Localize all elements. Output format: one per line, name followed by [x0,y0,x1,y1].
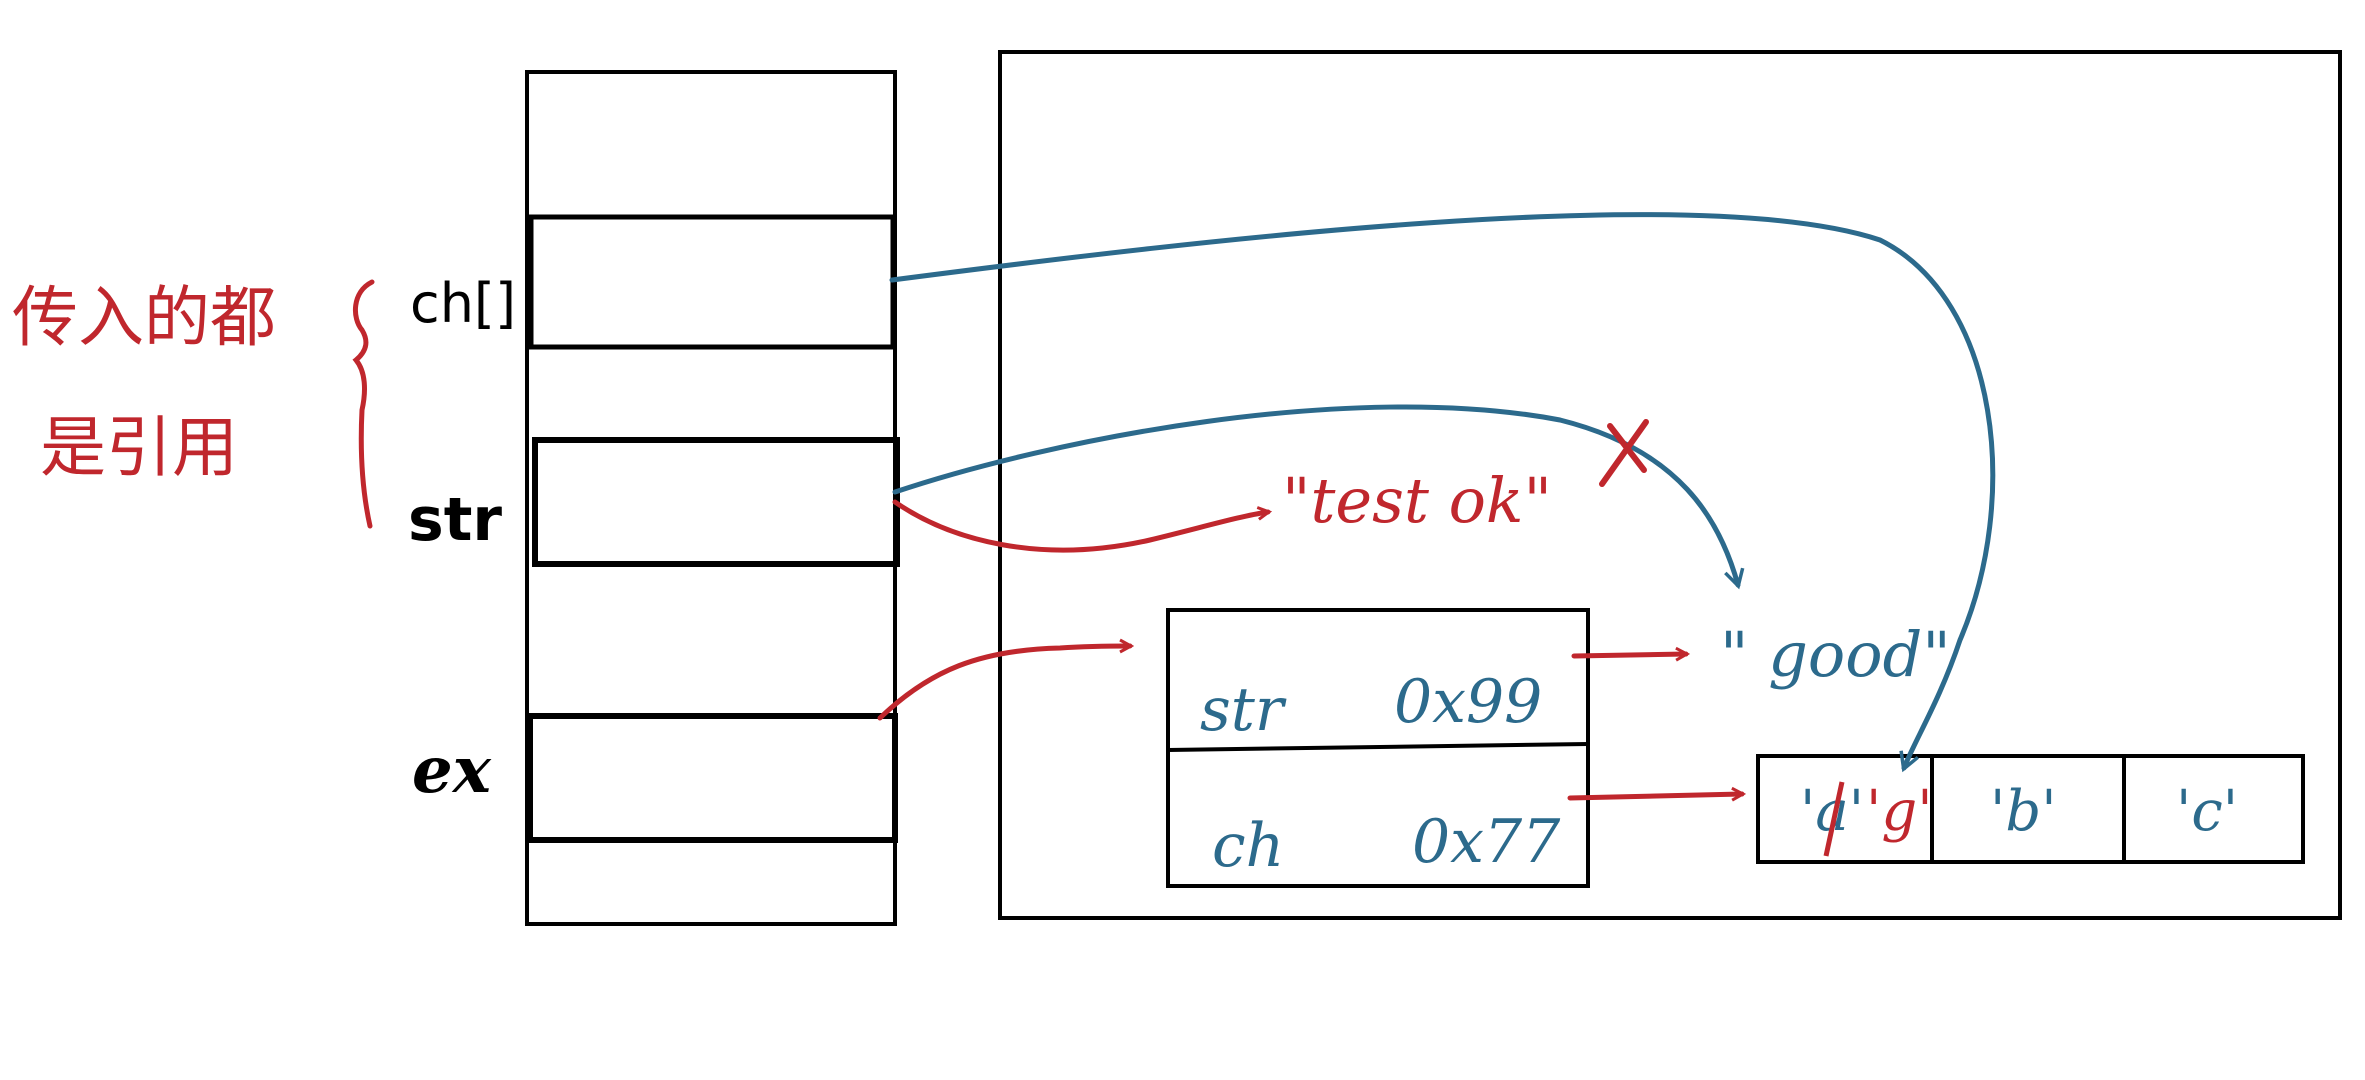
string-good: " good" [1720,618,1951,691]
annotation-line1: 传入的都 [12,279,276,356]
string-test-ok: "test ok" [1282,464,1552,537]
stack-slot-str [532,437,900,567]
ex-addr-str: 0x99 [1394,667,1542,737]
ex-field-ch: ch [1212,811,1284,881]
ex-field-str: str [1200,675,1287,745]
char-array [1756,754,2305,864]
annotation-line2: 是引用 [40,409,238,486]
label-ch: ch[] [410,272,516,335]
arrow-ch-to-array [889,212,1996,773]
char-cell-c: 'c' [2176,779,2238,844]
label-str: str [408,485,502,555]
char-array-box [1756,754,2305,864]
stack-outline [525,70,897,926]
heap-region [998,50,2342,920]
stack-slot-ex [527,713,898,843]
arrow-ex-to-object [877,646,1130,721]
arrow-str-to-good [892,404,1745,590]
strike-a [1823,781,1845,857]
char-cell-g-new: 'g' [1866,779,1933,844]
ex-object [1166,608,1590,888]
cross-mark [1599,419,1649,487]
char-cell-b: 'b' [1990,779,2057,844]
brace [352,279,375,529]
stack-frame [525,70,900,926]
arrow-ch-field-to-array [1567,794,1742,798]
arrow-str-to-test-ok [892,499,1268,553]
arrow-str-field-to-good [1571,654,1686,656]
label-ex: ex [412,733,492,808]
ex-object-divider [1167,742,1589,752]
stack-slot-ch [528,214,896,350]
ex-addr-ch: 0x77 [1412,807,1561,877]
